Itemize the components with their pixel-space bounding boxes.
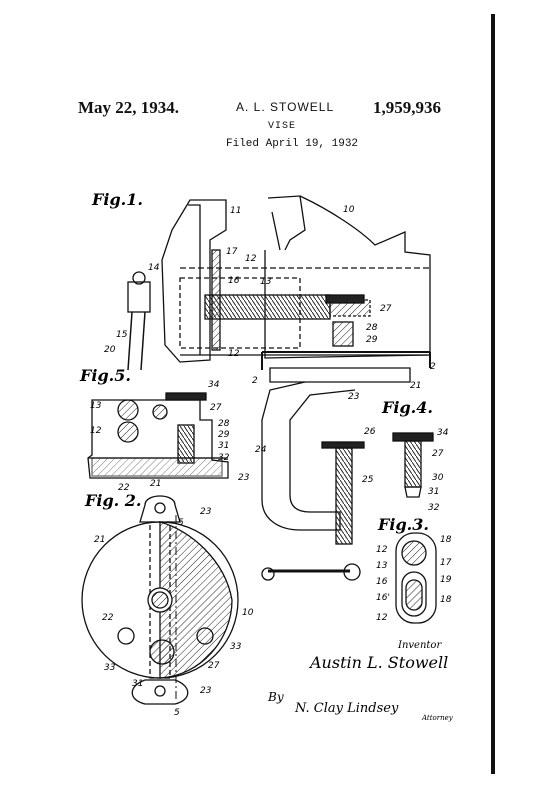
ref-numeral: 29: [366, 335, 378, 345]
ref-numeral: 18: [440, 595, 452, 605]
section-mark: 5: [174, 708, 180, 718]
fig1-drawing: [127, 195, 431, 383]
fig3-drawing: [395, 532, 437, 624]
patent-date: May 22, 1934.: [78, 98, 180, 117]
fig1-label: Fig.1.: [91, 190, 143, 209]
ref-numeral: 21: [94, 535, 105, 545]
ref-numeral: 33: [230, 642, 242, 652]
ref-numeral: 28: [218, 419, 230, 429]
fig3-label: Fig.3.: [377, 515, 429, 534]
ref-numeral: 13: [260, 277, 272, 287]
ref-numeral: 10: [242, 608, 254, 618]
ref-numeral: 12: [376, 545, 388, 555]
ref-numeral: 24: [255, 445, 267, 455]
ref-numeral: 18: [440, 535, 452, 545]
ref-numeral: 17: [440, 558, 452, 568]
fig4-label: Fig.4.: [381, 398, 433, 417]
section-mark: 2: [252, 376, 258, 386]
ref-numeral: 16: [376, 577, 388, 587]
ref-numeral: 15: [116, 330, 128, 340]
ref-numeral: 12: [90, 426, 102, 436]
ref-numeral: 10: [343, 205, 355, 215]
ref-numeral: 33: [104, 663, 116, 673]
section-mark: 2: [430, 362, 436, 372]
ref-numeral: 30: [432, 473, 444, 483]
ref-numeral: 29: [218, 430, 230, 440]
attorney-label: Attorney: [421, 714, 454, 722]
ref-numeral: 22: [118, 483, 130, 493]
ref-numeral: 25: [362, 475, 374, 485]
ref-numeral: 31: [132, 679, 143, 689]
ref-numeral: 23: [200, 686, 212, 696]
ref-numeral: 22: [102, 613, 114, 623]
patent-title: VISE: [268, 121, 297, 132]
ref-numeral: 16': [376, 593, 390, 603]
ref-numeral: 13: [376, 561, 388, 571]
patent-number: 1,959,936: [373, 98, 441, 117]
inventor-signature: Austin L. Stowell: [308, 653, 448, 672]
ref-numeral: 26: [364, 427, 376, 437]
ref-numeral: 17: [226, 247, 238, 257]
fig5-drawing: [87, 392, 229, 479]
ref-numeral: 21: [150, 479, 161, 489]
inventor-name-header: A. L. STOWELL: [236, 100, 335, 114]
clamp-drawing: [261, 381, 365, 581]
ref-numeral: 23: [348, 392, 360, 402]
ref-numeral: 12: [245, 254, 257, 264]
inventor-label: Inventor: [397, 640, 442, 651]
by-label: By: [267, 690, 284, 704]
ref-numeral: 32: [218, 453, 230, 463]
ref-numeral: 12: [228, 349, 240, 359]
page-edge-line: [491, 14, 495, 774]
ref-numeral: 13: [90, 401, 102, 411]
section-mark: 5: [178, 518, 184, 528]
ref-numeral: 11: [230, 206, 241, 216]
ref-numeral: 34: [437, 428, 449, 438]
ref-numeral: 27: [208, 661, 220, 671]
ref-numeral: 16: [228, 276, 240, 286]
fig5-label: Fig.5.: [79, 366, 131, 385]
ref-numeral: 31: [428, 487, 439, 497]
ref-numeral: 20: [104, 345, 116, 355]
ref-numeral: 28: [366, 323, 378, 333]
ref-numeral: 21: [410, 381, 421, 391]
ref-numeral: 31: [218, 441, 229, 451]
ref-numeral: 27: [210, 403, 222, 413]
ref-numeral: 34: [208, 380, 220, 390]
ref-numeral: 27: [380, 304, 392, 314]
fig4-drawing: [392, 432, 434, 498]
ref-numeral: 14: [148, 263, 160, 273]
ref-numeral: 32: [428, 503, 440, 513]
ref-numeral: 12: [376, 613, 388, 623]
attorney-signature: N. Clay Lindsey: [294, 701, 399, 716]
ref-numeral: 23: [200, 507, 212, 517]
filed-date: Filed April 19, 1932: [226, 138, 359, 150]
fig2-label: Fig. 2.: [84, 491, 141, 510]
ref-numeral: 19: [440, 575, 452, 585]
ref-numeral: 27: [432, 449, 444, 459]
ref-numeral: 23: [238, 473, 250, 483]
fig2-drawing: [81, 495, 239, 705]
